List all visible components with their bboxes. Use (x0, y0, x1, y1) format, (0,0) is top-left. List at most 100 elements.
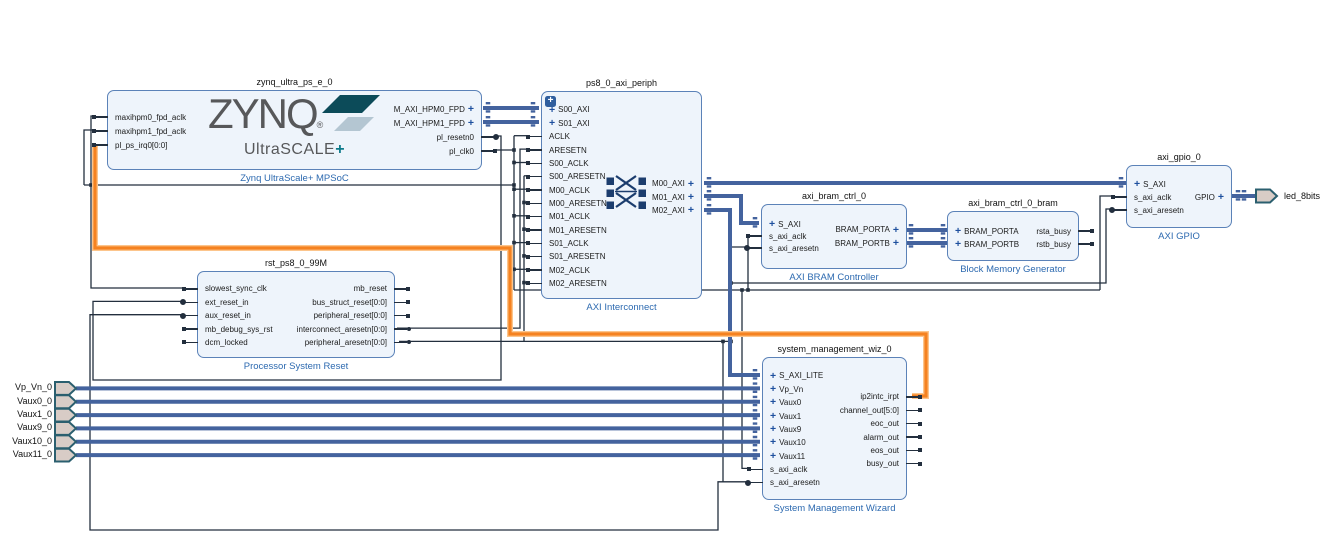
port-M00_ACLK[interactable]: M00_ACLK (529, 183, 701, 196)
port-pl_resetn0[interactable]: pl_resetn0 (108, 130, 494, 144)
port-label: M00_AXI (651, 179, 685, 189)
external-port-label-vaux1[interactable]: Vaux1_0 (17, 409, 52, 420)
expand-block-button[interactable]: + (545, 96, 556, 107)
interface-plus-icon: + (687, 204, 694, 217)
port-S00_ACLK[interactable]: S00_ACLK (529, 157, 701, 170)
port-label: eos_out (870, 445, 899, 455)
external-port-label-vaux11[interactable]: Vaux11_0 (12, 449, 52, 460)
external-port-label-vaux9[interactable]: Vaux9_0 (17, 422, 52, 433)
external-port-label-vaux0[interactable]: Vaux0_0 (17, 395, 52, 406)
port-M01_ARESETN[interactable]: M01_ARESETN (529, 223, 701, 236)
external-port-shape-vaux1[interactable] (54, 407, 78, 423)
port-label: eoc_out (870, 419, 899, 429)
interface-plus-icon: + (549, 117, 556, 130)
block-type-label: AXI GPIO (1158, 231, 1200, 242)
external-port-label-led[interactable]: led_8bits (1284, 190, 1321, 201)
port-channel_out[5:0][interactable]: channel_out[5:0] (763, 404, 919, 417)
interface-plus-icon: + (770, 369, 777, 382)
port-M_AXI_HPM0_FPD[interactable]: M_AXI_HPM0_FPD+ (108, 102, 481, 116)
port-M00_AXI[interactable]: M00_AXI+ (542, 177, 701, 190)
port-alarm_out[interactable]: alarm_out (763, 430, 919, 443)
port-S01_ARESETN[interactable]: S01_ARESETN (529, 250, 701, 263)
port-interconnect_aresetn[0:0][interactable]: interconnect_aresetn[0:0] (198, 322, 407, 335)
port-label: rsta_busy (1036, 226, 1071, 236)
block-axi-bram-ctrl[interactable]: axi_bram_ctrl_0 AXI BRAM Controller +S_A… (749, 191, 907, 283)
axi-buses[interactable] (76, 106, 1258, 458)
port-S00_AXI[interactable]: +S00_AXI (542, 103, 701, 116)
block-title: axi_bram_ctrl_0 (801, 191, 867, 201)
external-port-shape-vaux0[interactable] (54, 394, 78, 410)
port-M02_ACLK[interactable]: M02_ACLK (529, 263, 701, 276)
port-M00_ARESETN[interactable]: M00_ARESETN (529, 197, 701, 210)
port-M01_ACLK[interactable]: M01_ACLK (529, 210, 701, 223)
external-port-shape-vp-vn[interactable] (54, 381, 78, 396)
external-port-label-vaux10[interactable]: Vaux10_0 (12, 435, 52, 446)
port-label: pl_resetn0 (436, 132, 474, 142)
port-BRAM_PORTA[interactable]: BRAM_PORTA+ (762, 223, 906, 237)
block-type-label: Zynq UltraScale+ MPSoC (240, 173, 349, 184)
port-s_axi_aclk[interactable]: s_axi_aclk (1114, 191, 1231, 204)
port-label: peripheral_reset[0:0] (313, 311, 387, 321)
port-S_AXI[interactable]: +S_AXI (762, 218, 906, 230)
interrupt-wire-highlighted[interactable] (92, 144, 929, 399)
port-rsta_busy[interactable]: rsta_busy (948, 225, 1091, 238)
port-M02_ARESETN[interactable]: M02_ARESETN (529, 277, 701, 290)
interface-plus-icon: + (687, 177, 694, 190)
external-port-shape-led[interactable] (1255, 188, 1279, 204)
port-maxihpm0_fpd_aclk[interactable]: maxihpm0_fpd_aclk (95, 110, 481, 124)
external-port-shape-vaux10[interactable] (54, 434, 78, 450)
port-s_axi_aresetn[interactable]: s_axi_aresetn (1114, 204, 1231, 217)
external-port-label-vp-vn[interactable]: Vp_Vn_0 (14, 382, 52, 393)
interface-plus-icon: + (770, 383, 777, 396)
block-type-label: System Management Wizard (773, 503, 896, 514)
port-S_AXI_LITE[interactable]: +S_AXI_LITE (763, 369, 906, 382)
port-eoc_out[interactable]: eoc_out (763, 417, 919, 430)
port-label: alarm_out (863, 432, 899, 442)
port-ACLK[interactable]: ACLK (529, 130, 701, 143)
port-S_AXI[interactable]: +S_AXI (1127, 178, 1231, 191)
port-bus_struct_reset[0:0][interactable]: bus_struct_reset[0:0] (198, 296, 407, 309)
port-S00_ARESETN[interactable]: S00_ARESETN (529, 170, 701, 183)
port-label: M_AXI_HPM0_FPD (393, 104, 465, 114)
port-s_axi_aresetn[interactable]: s_axi_aresetn (750, 476, 906, 489)
block-system-management-wiz[interactable]: system_management_wiz_0 System Managemen… (750, 344, 919, 514)
port-label: bus_struct_reset[0:0] (312, 297, 387, 307)
port-BRAM_PORTB[interactable]: BRAM_PORTB+ (762, 237, 906, 251)
port-s_axi_aclk[interactable]: s_axi_aclk (749, 230, 906, 242)
port-eos_out[interactable]: eos_out (763, 444, 919, 457)
block-type-label: AXI Interconnect (586, 302, 657, 313)
port-GPIO[interactable]: GPIO+ (1127, 191, 1231, 204)
port-rstb_busy[interactable]: rstb_busy (948, 238, 1091, 251)
port-s_axi_aresetn[interactable]: s_axi_aresetn (749, 242, 906, 254)
port-mb_reset[interactable]: mb_reset (198, 282, 407, 295)
port-label: S_AXI_LITE (779, 371, 824, 381)
block-proc-sys-reset[interactable]: rst_ps8_0_99M Processor System Reset slo… (185, 258, 407, 372)
port-peripheral_reset[0:0][interactable]: peripheral_reset[0:0] (198, 309, 407, 322)
block-zynq-ultra-ps[interactable]: zynq_ultra_ps_e_0 Zynq UltraScale+ MPSoC… (95, 77, 494, 184)
port-busy_out[interactable]: busy_out (763, 457, 919, 470)
port-label: S01_ARESETN (549, 252, 606, 262)
external-port-shape-vaux9[interactable] (54, 421, 78, 436)
block-title: axi_bram_ctrl_0_bram (968, 198, 1058, 208)
port-S01_ACLK[interactable]: S01_ACLK (529, 237, 701, 250)
external-port-shape-vaux11[interactable] (54, 447, 78, 463)
port-M01_AXI[interactable]: M01_AXI+ (542, 191, 701, 204)
port-M02_AXI[interactable]: M02_AXI+ (542, 204, 701, 217)
interface-plus-icon: + (1217, 190, 1224, 203)
port-M_AXI_HPM1_FPD[interactable]: M_AXI_HPM1_FPD+ (108, 116, 481, 130)
port-ARESETN[interactable]: ARESETN (529, 143, 701, 156)
port-label: rstb_busy (1036, 239, 1071, 249)
port-label: s_axi_aresetn (769, 243, 819, 253)
port-label: M00_ACLK (549, 185, 590, 195)
block-type-label: Processor System Reset (243, 361, 349, 372)
port-peripheral_aresetn[0:0][interactable]: peripheral_aresetn[0:0] (198, 336, 407, 349)
port-pl_clk0[interactable]: pl_clk0 (108, 144, 494, 158)
port-ip2intc_irpt[interactable]: ip2intc_irpt (763, 390, 919, 403)
block-title: zynq_ultra_ps_e_0 (256, 77, 333, 87)
block-axi-interconnect[interactable]: ps8_0_axi_periph AXI Interconnect + +S00… (529, 78, 702, 313)
port-S01_AXI[interactable]: +S01_AXI (542, 117, 701, 130)
block-memory-generator[interactable]: axi_bram_ctrl_0_bram Block Memory Genera… (947, 198, 1091, 275)
interface-plus-icon: + (892, 237, 899, 250)
